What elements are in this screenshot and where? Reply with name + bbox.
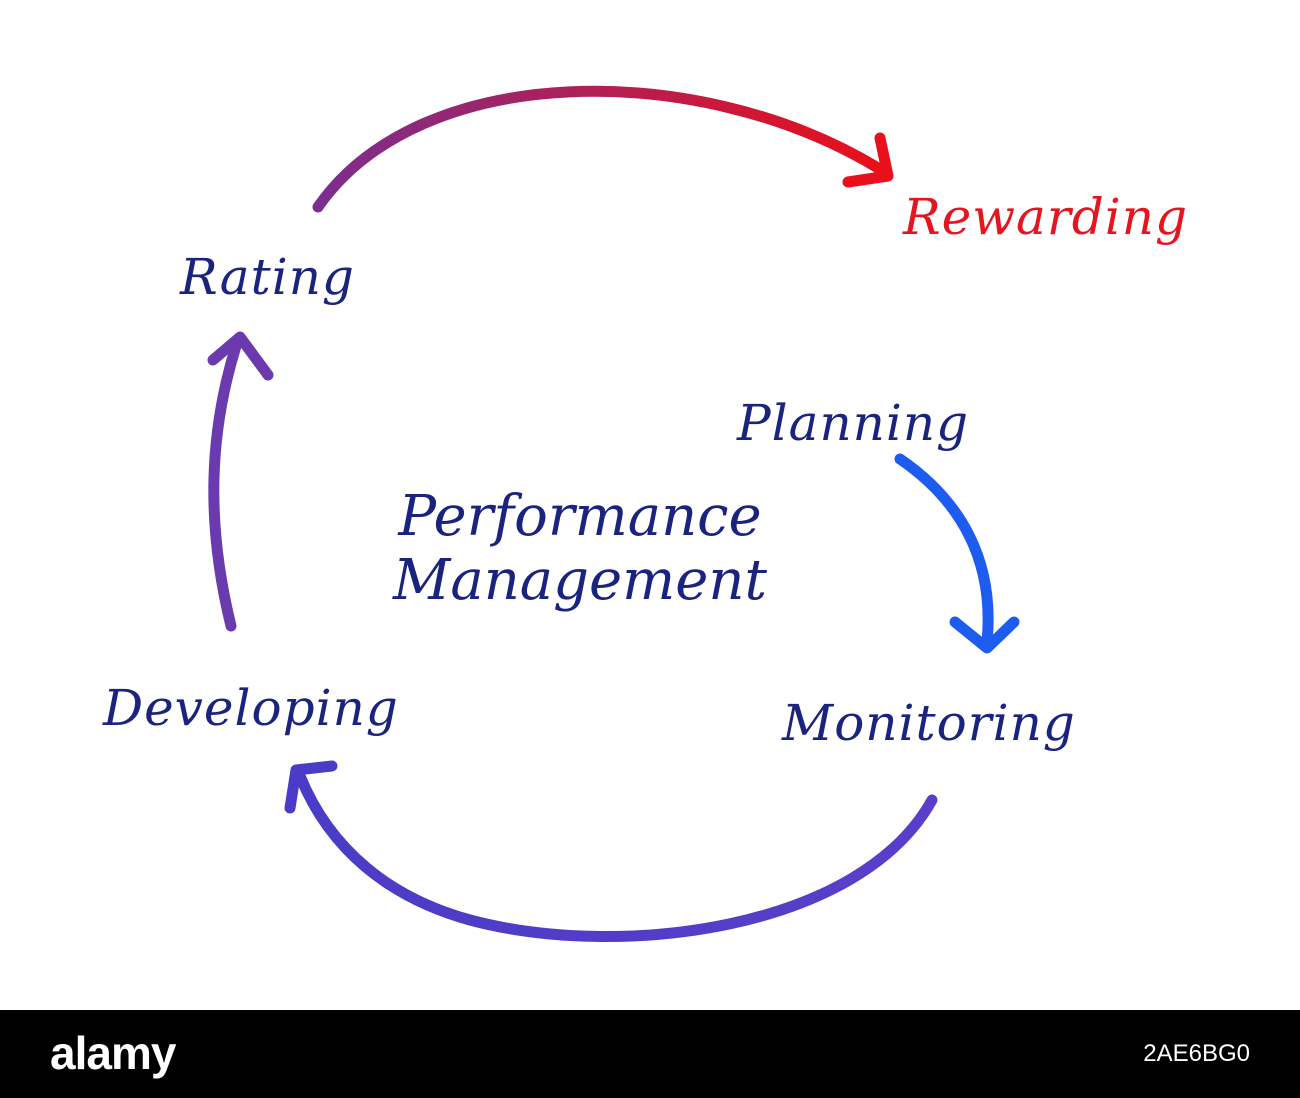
stage-planning-label: Planning <box>737 394 970 452</box>
arrow-developing-to-rating <box>207 331 274 632</box>
stage-developing: Developing <box>103 683 399 733</box>
arrow-monitoring-to-developing <box>284 760 938 942</box>
stage-monitoring-label: Monitoring <box>782 694 1076 752</box>
watermark-bar: alamy 2AE6BG0 <box>0 1010 1300 1098</box>
arrow-developing-to-rating-head <box>207 331 274 381</box>
stage-monitoring: Monitoring <box>782 698 1076 748</box>
watermark-logo: alamy <box>50 1027 176 1079</box>
stage-planning: Planning <box>737 398 969 448</box>
arrow-monitoring-to-developing-head <box>284 760 338 814</box>
arrow-rating-to-rewarding-head <box>842 132 894 188</box>
center-title: Performance Management <box>330 484 830 614</box>
arrow-rating-to-rewarding-shaft <box>312 85 884 213</box>
cycle-diagram <box>207 85 1020 942</box>
stage-rating: Rating <box>180 252 355 302</box>
arrow-planning-to-monitoring-head <box>949 616 1020 654</box>
arrow-rating-to-rewarding <box>312 85 894 213</box>
stage-rewarding: Rewarding <box>903 192 1188 242</box>
center-title-line-2: Management <box>393 548 767 614</box>
stage-rating-label: Rating <box>180 248 355 306</box>
center-title-line-1: Performance <box>398 484 762 549</box>
arrow-monitoring-to-developing-shaft <box>294 770 938 942</box>
stage-rewarding-label: Rewarding <box>903 188 1188 246</box>
arrow-planning-to-monitoring-shaft <box>894 453 994 648</box>
arrow-planning-to-monitoring <box>894 453 1020 654</box>
stage-developing-label: Developing <box>103 679 399 737</box>
arrow-developing-to-rating-shaft <box>208 340 242 632</box>
watermark-image-id: 2AE6BG0 <box>1143 1040 1250 1067</box>
